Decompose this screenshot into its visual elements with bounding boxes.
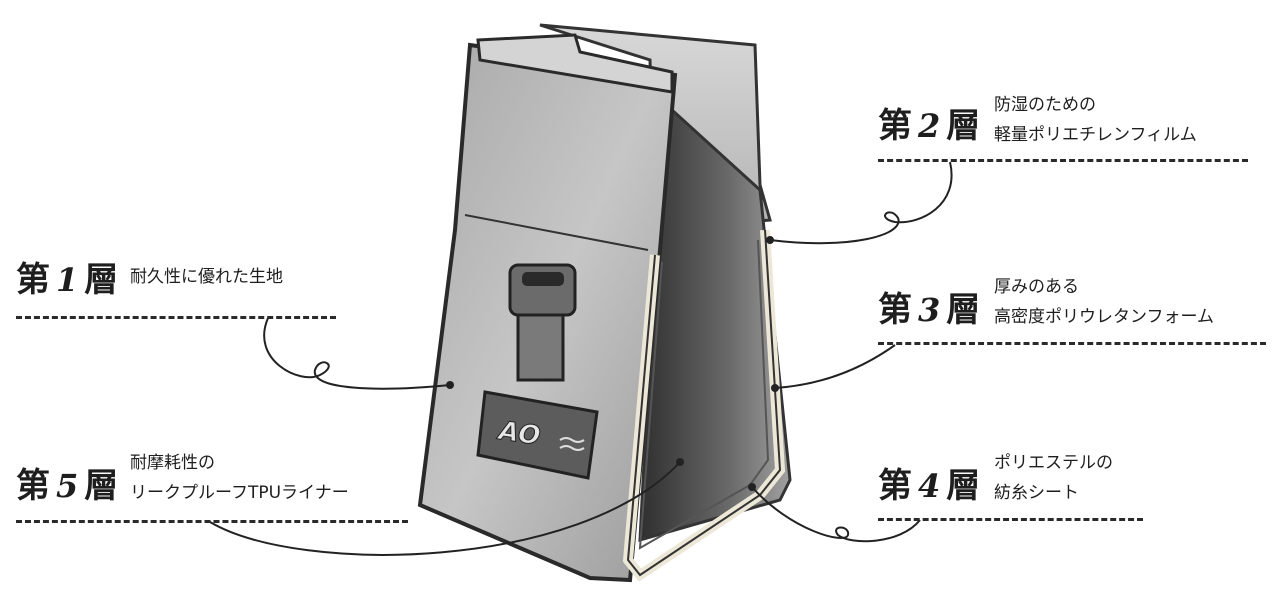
layer-5-divider xyxy=(16,520,408,523)
layer-4-divider xyxy=(878,518,1143,521)
leader-layer-1 xyxy=(263,317,451,390)
layer-5-description: 耐摩耗性の リークプルーフTPUライナー xyxy=(130,453,349,503)
leader-layer-4 xyxy=(751,486,921,543)
leader-layer-5 xyxy=(209,461,681,556)
leader-layer-2 xyxy=(769,161,953,245)
buckle-icon xyxy=(508,263,577,382)
layer-2-description: 防湿のための 軽量ポリエチレンフィルム xyxy=(994,95,1197,145)
layer-2-divider xyxy=(878,159,1248,162)
leader-layer-3 xyxy=(774,344,896,389)
layer-3-divider xyxy=(878,342,1266,345)
layer-1-description: 耐久性に優れた生地 xyxy=(130,267,283,287)
logo-text: AO xyxy=(495,416,542,452)
bag-top-fold xyxy=(476,33,674,94)
layer-3-description: 厚みのある 高密度ポリウレタンフォーム xyxy=(994,277,1214,327)
logo-patch: AO xyxy=(476,390,599,480)
layer-4-description: ポリエステルの 紡糸シート xyxy=(994,453,1113,503)
layer-1-divider xyxy=(16,316,336,319)
